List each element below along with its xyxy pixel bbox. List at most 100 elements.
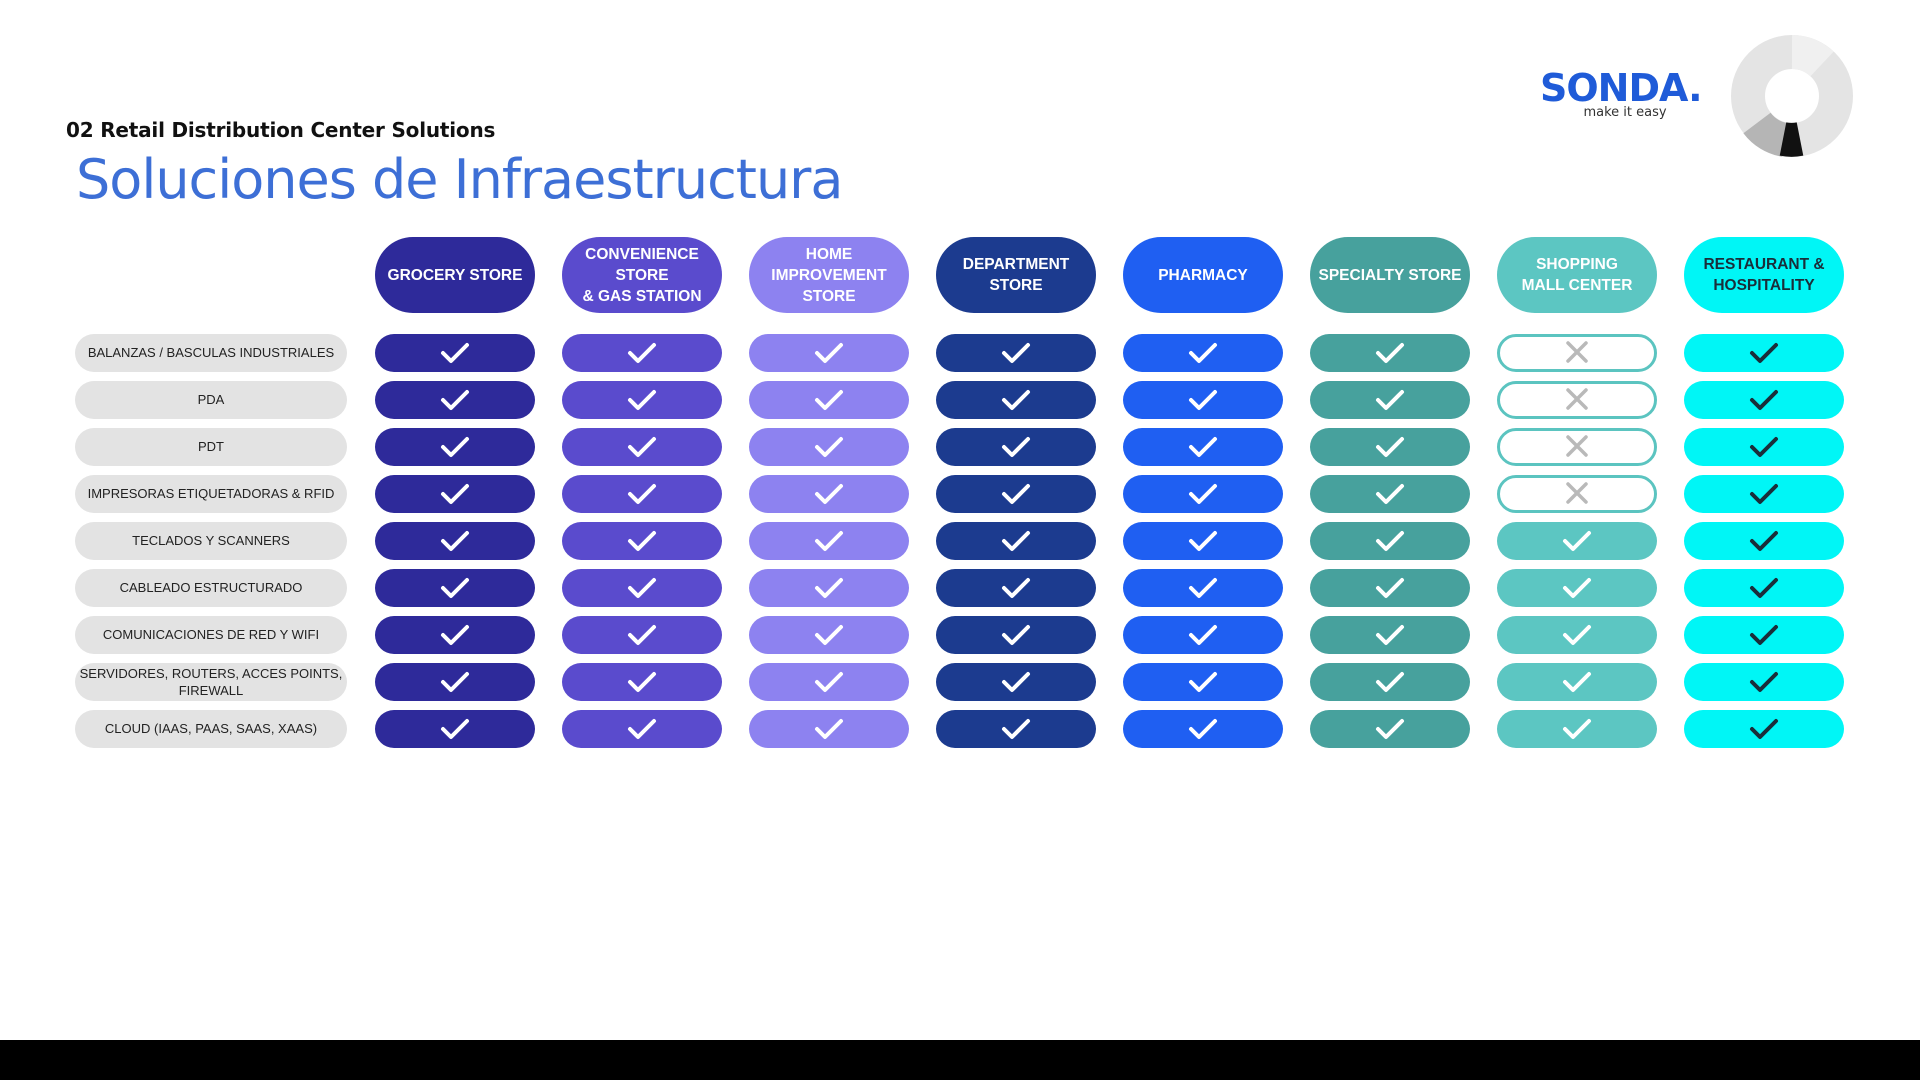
check-icon	[1563, 671, 1591, 692]
availability-yes	[936, 427, 1096, 466]
column-header-cell: PHARMACY	[1123, 236, 1283, 314]
check-icon	[628, 342, 656, 363]
check-icon	[1376, 624, 1404, 645]
availability-yes	[936, 380, 1096, 419]
matrix-cell	[1310, 705, 1470, 752]
matrix-cell	[1684, 705, 1844, 752]
check-icon	[628, 577, 656, 598]
matrix-cell	[1684, 423, 1844, 470]
availability-yes	[1123, 568, 1283, 607]
matrix-cell	[749, 517, 909, 564]
matrix-cell	[562, 517, 722, 564]
matrix-cell	[1310, 517, 1470, 564]
availability-no	[1497, 427, 1657, 466]
availability-yes	[1684, 568, 1844, 607]
availability-yes	[562, 474, 722, 513]
availability-yes	[749, 662, 909, 701]
availability-yes	[1684, 333, 1844, 372]
matrix-cell	[749, 376, 909, 423]
matrix-cell	[375, 517, 535, 564]
availability-yes	[562, 521, 722, 560]
check-icon	[441, 530, 469, 551]
availability-yes	[749, 521, 909, 560]
matrix-cell	[562, 423, 722, 470]
availability-yes	[1123, 333, 1283, 372]
row-label: COMUNICACIONES DE RED Y WIFI	[75, 615, 347, 654]
availability-yes	[749, 709, 909, 748]
row-label: CABLEADO ESTRUCTURADO	[75, 568, 347, 607]
check-icon	[1376, 718, 1404, 739]
availability-yes	[1123, 662, 1283, 701]
availability-yes	[1497, 709, 1657, 748]
check-icon	[1189, 671, 1217, 692]
availability-yes	[375, 709, 535, 748]
column-header: RESTAURANT & HOSPITALITY	[1684, 237, 1844, 313]
availability-no	[1497, 380, 1657, 419]
check-icon	[1750, 624, 1778, 645]
matrix-cell	[562, 564, 722, 611]
x-icon	[1566, 434, 1588, 457]
matrix-cell	[1123, 470, 1283, 517]
logo-wordmark: SONDA	[1540, 66, 1689, 110]
check-icon	[441, 577, 469, 598]
availability-yes	[562, 427, 722, 466]
matrix-cell	[1310, 423, 1470, 470]
matrix-cell	[1123, 329, 1283, 376]
row-label-cell: TECLADOS Y SCANNERS	[74, 517, 348, 564]
availability-yes	[1310, 568, 1470, 607]
column-header-cell: GROCERY STORE	[375, 236, 535, 314]
matrix-cell	[1497, 611, 1657, 658]
check-icon	[1189, 342, 1217, 363]
availability-yes	[749, 474, 909, 513]
matrix-cell	[1497, 564, 1657, 611]
matrix-cell	[1123, 611, 1283, 658]
column-header: PHARMACY	[1123, 237, 1283, 313]
check-icon	[628, 718, 656, 739]
availability-yes	[1123, 474, 1283, 513]
matrix-cell	[1310, 329, 1470, 376]
check-icon	[628, 436, 656, 457]
check-icon	[1750, 530, 1778, 551]
check-icon	[815, 624, 843, 645]
matrix-cell	[749, 423, 909, 470]
matrix-cell	[936, 376, 1096, 423]
check-icon	[441, 436, 469, 457]
check-icon	[441, 671, 469, 692]
page-title: Soluciones de Infraestructura	[76, 148, 843, 211]
matrix-cell	[1684, 658, 1844, 705]
matrix-cell	[562, 470, 722, 517]
matrix-cell	[375, 376, 535, 423]
matrix-cell	[749, 329, 909, 376]
matrix-cell	[936, 329, 1096, 376]
availability-yes	[1310, 427, 1470, 466]
matrix-cell	[1123, 705, 1283, 752]
availability-yes	[1684, 380, 1844, 419]
check-icon	[441, 624, 469, 645]
matrix-cell	[936, 564, 1096, 611]
matrix-cell	[1684, 517, 1844, 564]
matrix-cell	[1497, 423, 1657, 470]
column-header-cell: SPECIALTY STORE	[1310, 236, 1470, 314]
section-subtitle: 02 Retail Distribution Center Solutions	[66, 118, 496, 142]
matrix-cell	[1123, 564, 1283, 611]
row-label-cell: BALANZAS / BASCULAS INDUSTRIALES	[74, 329, 348, 376]
availability-yes	[936, 521, 1096, 560]
matrix-cell	[375, 658, 535, 705]
matrix-cell	[562, 611, 722, 658]
availability-yes	[562, 380, 722, 419]
column-header: HOME IMPROVEMENT STORE	[749, 237, 909, 313]
check-icon	[1376, 577, 1404, 598]
check-icon	[1376, 342, 1404, 363]
matrix-cell	[1684, 329, 1844, 376]
availability-yes	[1497, 615, 1657, 654]
matrix-cell	[1497, 376, 1657, 423]
matrix-cell	[1123, 376, 1283, 423]
matrix-cell	[1497, 470, 1657, 517]
bottom-bar	[0, 1040, 1920, 1080]
availability-yes	[749, 427, 909, 466]
check-icon	[1376, 530, 1404, 551]
matrix-cell	[936, 423, 1096, 470]
availability-yes	[375, 521, 535, 560]
availability-yes	[1310, 474, 1470, 513]
availability-yes	[375, 474, 535, 513]
